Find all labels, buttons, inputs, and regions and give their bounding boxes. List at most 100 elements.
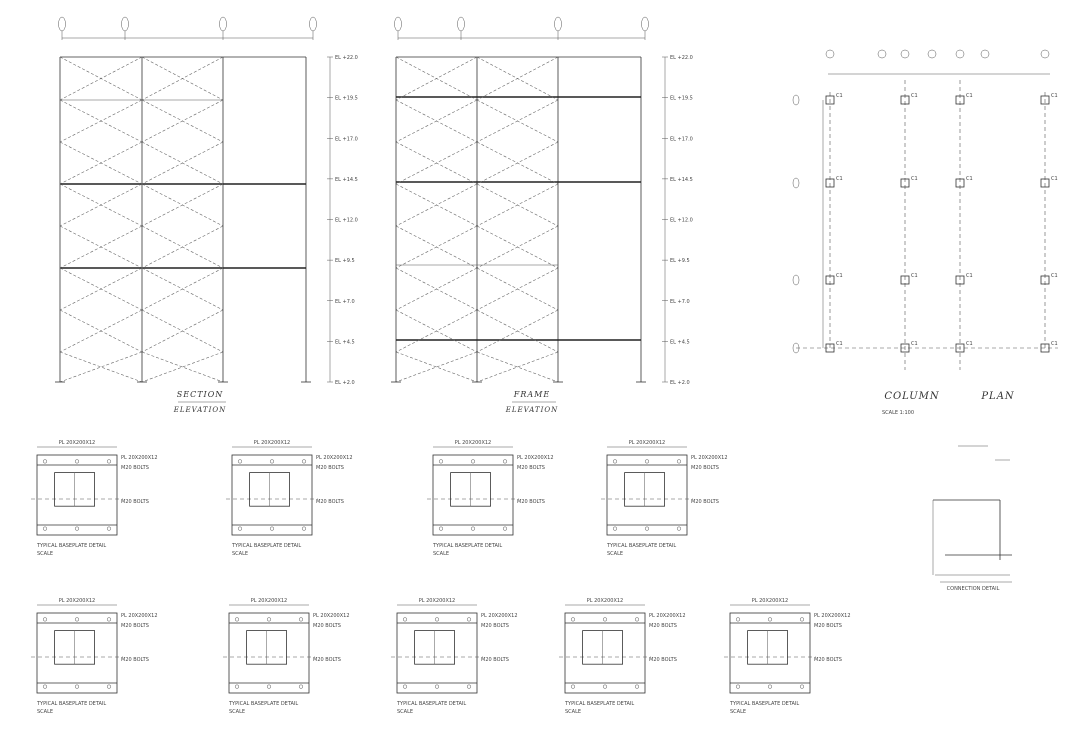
bolt xyxy=(644,526,650,531)
detail-scale: SCALE xyxy=(565,709,581,715)
column-tag: C1 xyxy=(1051,273,1058,279)
bolt xyxy=(438,459,444,464)
column-tag: C1 xyxy=(966,93,973,99)
bolt xyxy=(612,459,618,464)
level-label: EL +19.5 xyxy=(670,96,693,102)
bolt xyxy=(234,617,240,622)
bolt xyxy=(42,459,48,464)
column-tag: C1 xyxy=(911,341,918,347)
column-tag: C1 xyxy=(836,341,843,347)
detail-label: M20 BOLTS xyxy=(121,499,149,505)
brace xyxy=(395,141,478,185)
brace xyxy=(476,225,559,269)
detail-label: M20 BOLTS xyxy=(481,623,509,629)
detail-label: PL 20X200X12 xyxy=(691,455,728,461)
bolt xyxy=(74,684,80,689)
detail-plate-label: PL 20X200X12 xyxy=(752,598,789,604)
column-marker xyxy=(825,343,835,353)
column-marker xyxy=(900,275,910,285)
grid-bubble xyxy=(457,16,465,32)
detail-plate-label: PL 20X200X12 xyxy=(455,440,492,446)
detail-plate-label: PL 20X200X12 xyxy=(587,598,624,604)
elevation-1-subtitle: ELEVATION xyxy=(173,406,226,414)
detail-label: M20 BOLTS xyxy=(121,623,149,629)
grid-bubble xyxy=(309,16,317,32)
brace xyxy=(59,309,143,353)
bolt xyxy=(298,684,304,689)
brace xyxy=(476,141,559,185)
elevation-2-title: FRAME xyxy=(513,390,550,399)
level-label: EL +14.5 xyxy=(670,177,693,183)
brace xyxy=(395,225,478,269)
level-label: EL +14.5 xyxy=(335,177,358,183)
detail-outline xyxy=(729,612,811,694)
detail-plate-label: PL 20X200X12 xyxy=(59,598,96,604)
bolt xyxy=(74,617,80,622)
bolt xyxy=(799,617,805,622)
column-marker xyxy=(900,178,910,188)
bolt xyxy=(402,684,408,689)
level-label: EL +12.0 xyxy=(670,218,693,224)
detail-caption: TYPICAL BASEPLATE DETAIL xyxy=(228,701,298,707)
detail-label: M20 BOLTS xyxy=(517,499,545,505)
level-label: EL +12.0 xyxy=(335,218,358,224)
bolt xyxy=(106,617,112,622)
column-marker xyxy=(1040,95,1050,105)
plan-grid-bubble xyxy=(900,49,910,59)
level-label: EL +2.0 xyxy=(335,380,355,386)
brace xyxy=(395,309,478,353)
detail-scale: SCALE xyxy=(232,551,248,557)
detail-plate-label: PL 20X200X12 xyxy=(419,598,456,604)
bolt xyxy=(466,617,472,622)
bolt xyxy=(269,459,275,464)
bolt xyxy=(602,684,608,689)
detail-label: M20 BOLTS xyxy=(121,465,149,471)
level-label: EL +4.5 xyxy=(335,339,355,345)
elevations: EL +22.0EL +19.5EL +17.0EL +14.5EL +12.0… xyxy=(55,16,693,386)
detail-label: PL 20X200X12 xyxy=(316,455,353,461)
detail-outline xyxy=(36,612,118,694)
level-label: EL +2.0 xyxy=(670,380,690,386)
bolt xyxy=(298,617,304,622)
bolt xyxy=(438,526,444,531)
column-tag: C1 xyxy=(1051,93,1058,99)
plan-grid-bubble xyxy=(955,49,965,59)
detail-label: M20 BOLTS xyxy=(814,623,842,629)
bolt xyxy=(234,684,240,689)
bolt xyxy=(634,617,640,622)
detail-label: PL 20X200X12 xyxy=(649,613,686,619)
bolt xyxy=(676,459,682,464)
bolt xyxy=(402,617,408,622)
bolt xyxy=(735,684,741,689)
detail-label: M20 BOLTS xyxy=(316,499,344,505)
column-marker xyxy=(825,178,835,188)
detail-plate-label: PL 20X200X12 xyxy=(251,598,288,604)
connection-detail xyxy=(932,445,1012,583)
column-tag: C1 xyxy=(966,341,973,347)
grid-bubble xyxy=(121,16,129,32)
bolt xyxy=(301,459,307,464)
detail-outline xyxy=(228,612,310,694)
detail-label: PL 20X200X12 xyxy=(814,613,851,619)
bolt xyxy=(676,526,682,531)
bolt xyxy=(470,526,476,531)
plan-row-bubble xyxy=(792,177,800,189)
column-marker xyxy=(825,95,835,105)
brace xyxy=(59,351,143,383)
column-tag: C1 xyxy=(836,273,843,279)
brace xyxy=(59,351,143,383)
bolt xyxy=(634,684,640,689)
bolt xyxy=(612,526,618,531)
brace xyxy=(141,351,224,383)
detail-label: M20 BOLTS xyxy=(313,623,341,629)
column-tag: C1 xyxy=(911,273,918,279)
detail-scale: SCALE xyxy=(397,709,413,715)
detail-label: M20 BOLTS xyxy=(121,657,149,663)
